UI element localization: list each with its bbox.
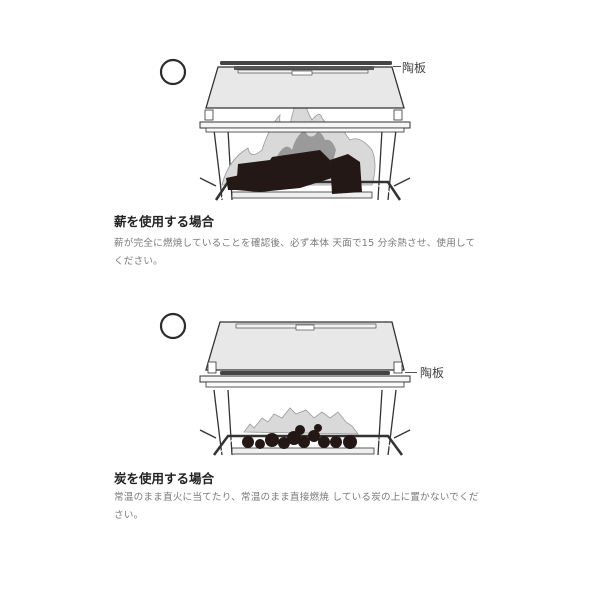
- circle-ok-icon: [159, 312, 187, 340]
- leader-line: [393, 66, 401, 67]
- circle-ok-icon: [159, 58, 187, 86]
- ceramic-plate-label: 陶板: [420, 366, 445, 380]
- stove-firewood-illustration: [159, 58, 411, 201]
- ceramic-plate: [220, 61, 392, 65]
- section-heading: 薪を使用する場合: [114, 214, 215, 229]
- ceramic-plate-label: 陶板: [402, 61, 427, 75]
- section-body: 薪が完全に燃焼していることを確認後、必ず本体 天面で15 分余熱させ、使用してく…: [114, 238, 476, 267]
- stove-charcoal-illustration: [159, 312, 411, 456]
- section-body: 常温のまま直火に当てたり、常温のまま直接燃焼 している炭の上に置かないでください…: [114, 492, 479, 521]
- leader-line: [405, 372, 417, 373]
- section-heading: 炭を使用する場合: [114, 471, 215, 486]
- ceramic-plate: [220, 371, 390, 375]
